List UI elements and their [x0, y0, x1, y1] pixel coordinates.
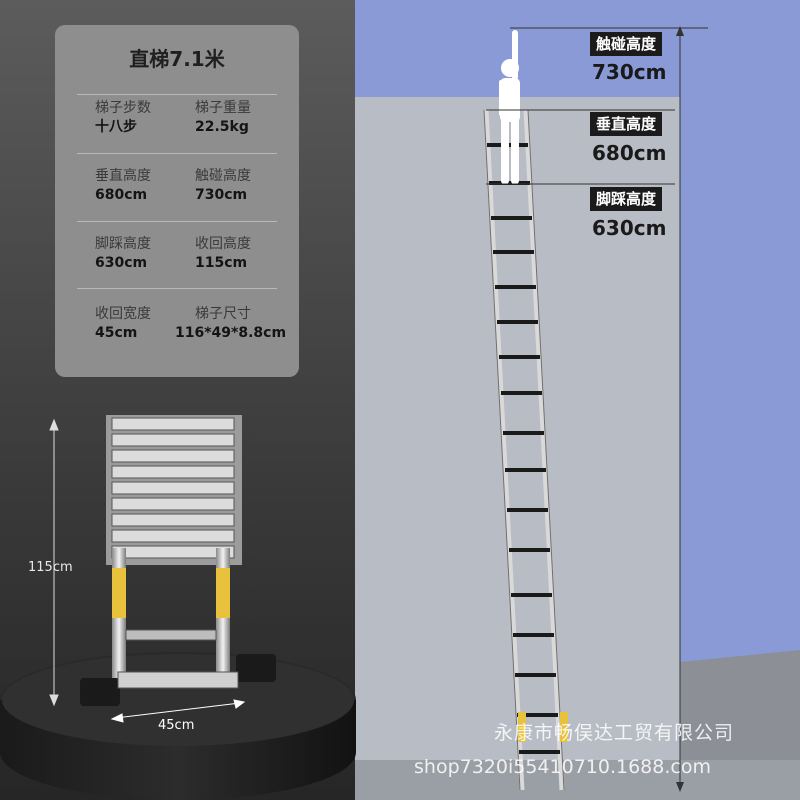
divider	[77, 153, 277, 154]
spec-label: 脚踩高度	[95, 236, 151, 252]
step-height-value: 630cm	[592, 216, 667, 240]
spec-label: 触碰高度	[195, 168, 251, 184]
width-dimension-line	[110, 699, 246, 723]
card-title: 直梯7.1米	[129, 47, 225, 71]
spec-card: 直梯7.1米 梯子步数十八步 梯子重量 22.5kg 垂直高度 680cm 触碰高度…	[55, 25, 299, 377]
spec-label: 梯子尺寸	[195, 306, 251, 322]
collapsed-width-text: 45cm	[158, 718, 195, 733]
spec-value: 116*49*8.8cm	[175, 325, 287, 341]
spec-value: 45cm	[95, 325, 138, 341]
spec-label: 垂直高度	[95, 168, 151, 184]
collapsed-ladder	[80, 415, 276, 706]
spec-value: 680cm	[95, 187, 148, 203]
touch-height-value: 730cm	[592, 60, 667, 84]
divider	[77, 221, 277, 222]
vertical-height-value: 680cm	[592, 141, 667, 165]
height-dimension-line	[49, 418, 59, 707]
spec-value: 22.5kg	[195, 119, 249, 135]
watermark-company: 永康市畅俣达工贸有限公司	[494, 722, 735, 744]
step-height-label: 脚踩高度	[590, 187, 663, 211]
spec-label: 收回宽度	[95, 306, 151, 322]
person-silhouette	[499, 30, 520, 184]
divider	[77, 94, 277, 95]
vertical-height-label: 垂直高度	[590, 112, 663, 136]
spec-value: 730cm	[195, 187, 248, 203]
collapsed-height-text: 115cm	[28, 560, 73, 575]
touch-height-label: 触碰高度	[590, 32, 663, 56]
watermark-shop: shop7320i55410710.1688.com	[414, 756, 711, 778]
spec-label: 梯子步数	[95, 100, 151, 116]
spec-row: 脚踩高度 630cm 收回高度 115cm	[77, 235, 277, 287]
divider	[77, 288, 277, 289]
spec-value: 十八步	[95, 119, 137, 135]
spec-label: 梯子重量	[195, 100, 251, 116]
spec-value: 115cm	[195, 255, 248, 271]
spec-label: 收回高度	[195, 236, 251, 252]
spec-row: 收回宽度 45cm 梯子尺寸 116*49*8.8cm	[77, 305, 286, 357]
spec-value: 630cm	[95, 255, 148, 271]
height-guide-lines	[486, 27, 708, 790]
spec-row: 垂直高度 680cm 触碰高度 730cm	[77, 167, 277, 219]
spec-row: 梯子步数十八步 梯子重量 22.5kg	[77, 99, 277, 151]
